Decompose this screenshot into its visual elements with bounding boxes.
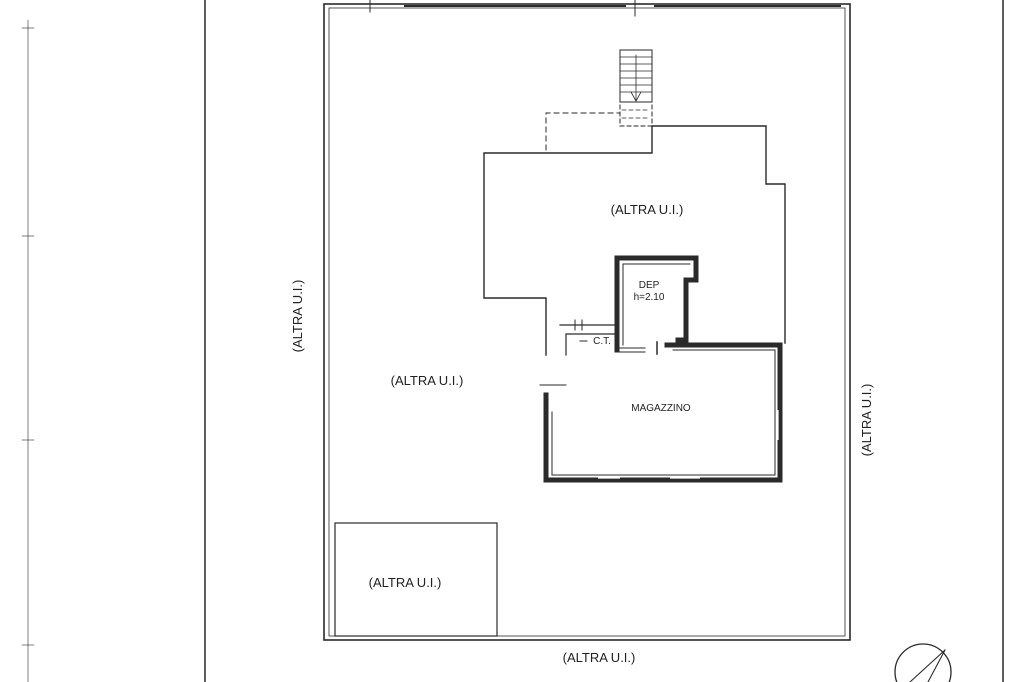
sheet-frame: [21, 0, 1004, 682]
label-dep-height: h=2.10: [634, 292, 665, 303]
bottom-unit-box: [334, 522, 498, 637]
label-altra-top: (ALTRA U.I.): [611, 202, 684, 217]
label-altra-left-vertical: (ALTRA U.I.): [290, 280, 305, 353]
label-magazzino: MAGAZZINO: [631, 403, 691, 414]
upper-building-outline: [483, 125, 786, 356]
magazzino-room: [539, 342, 783, 483]
north-arrow-icon: [894, 643, 952, 682]
label-altra-bottom-box: (ALTRA U.I.): [369, 575, 442, 590]
staircase-icon: [619, 49, 653, 127]
dashed-projection: [545, 112, 621, 151]
lot-boundary: [323, 0, 851, 641]
ct-room: [559, 319, 658, 356]
label-altra-right-vertical: (ALTRA U.I.): [859, 384, 874, 457]
dep-room: [614, 255, 699, 353]
label-dep: DEP: [639, 280, 660, 291]
label-altra-left-main: (ALTRA U.I.): [391, 373, 464, 388]
label-altra-bottom: (ALTRA U.I.): [563, 650, 636, 665]
label-ct: C.T.: [593, 336, 611, 347]
